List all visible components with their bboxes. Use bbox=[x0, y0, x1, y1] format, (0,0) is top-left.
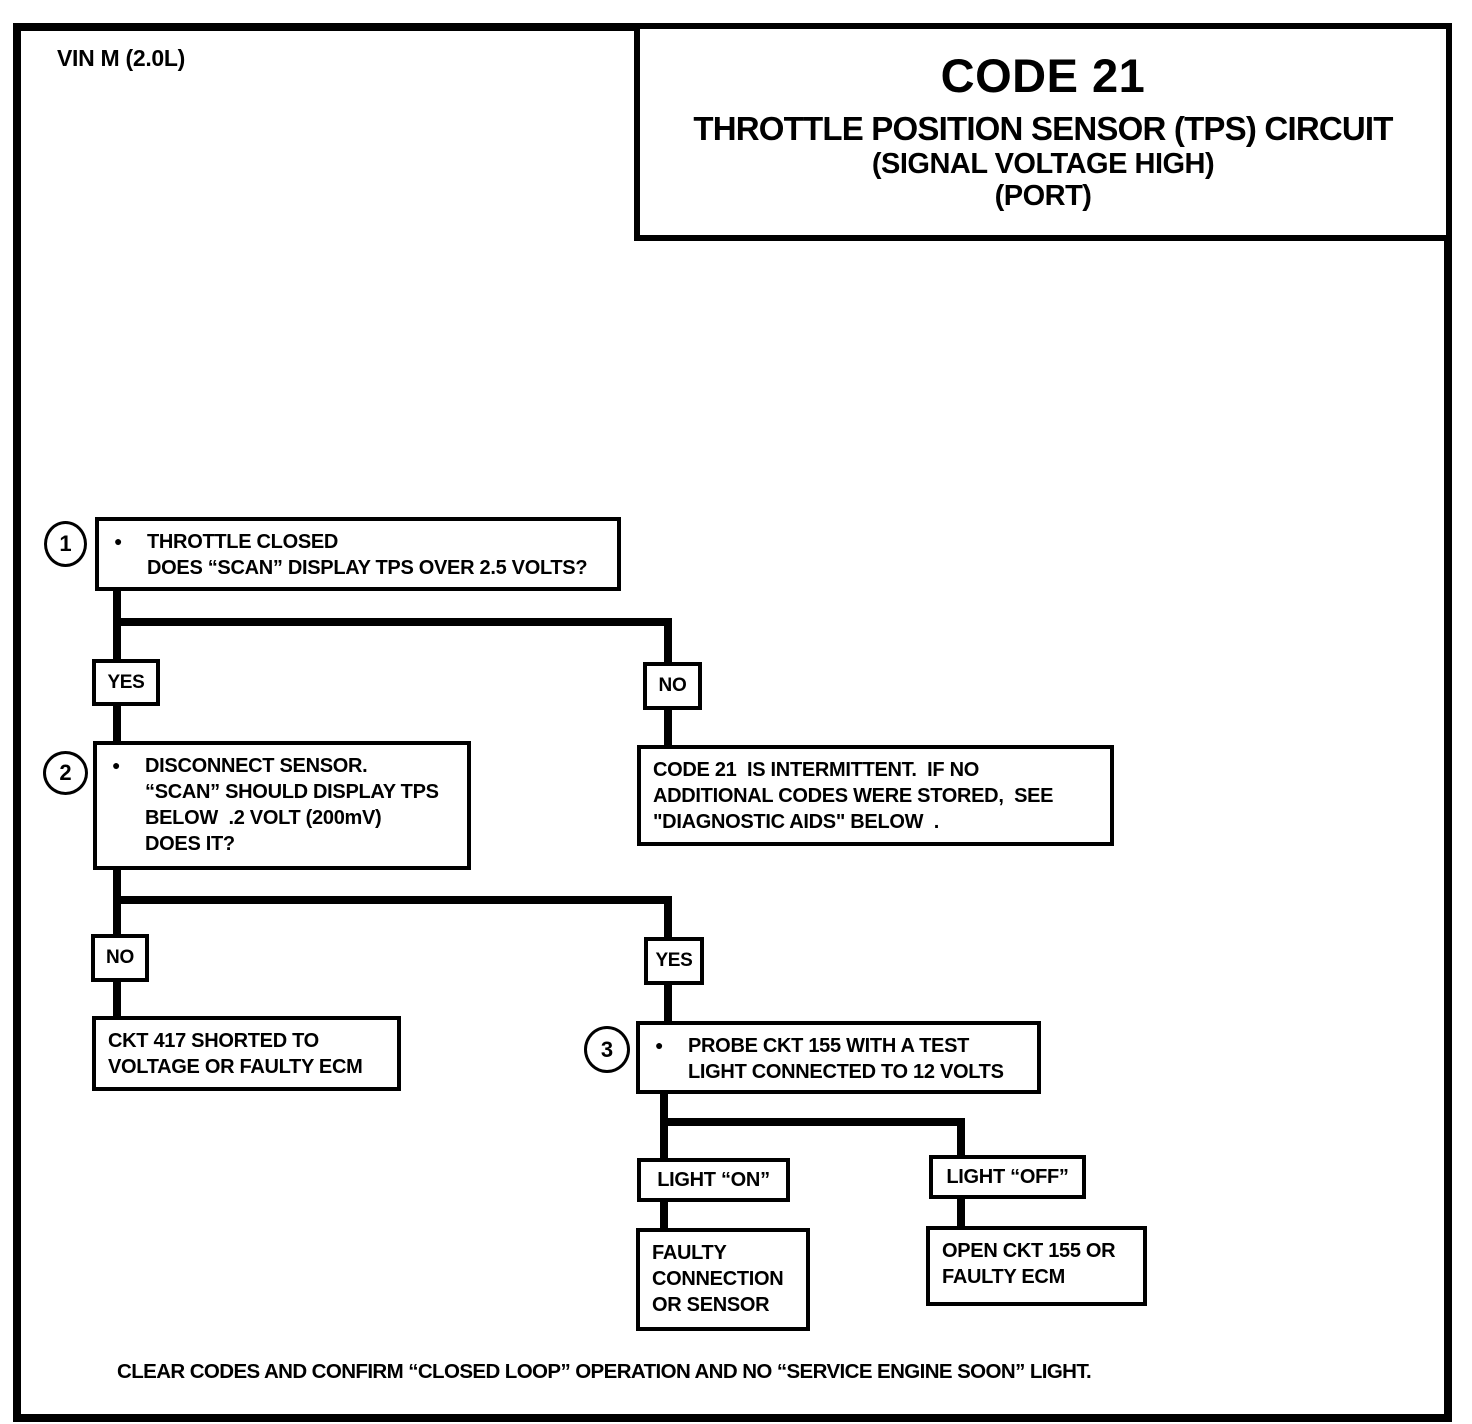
bullet-icon: ● bbox=[114, 533, 123, 549]
connector-lighton-to-faulty bbox=[660, 1200, 668, 1230]
connector-yes1-to-step2 bbox=[113, 703, 121, 743]
intermittent-line1: CODE 21 IS INTERMITTENT. IF NO bbox=[653, 759, 979, 781]
branch1-yes-tag: YES bbox=[92, 659, 160, 706]
light-on-tag: LIGHT “ON” bbox=[637, 1158, 790, 1202]
connector-branch2-horizontal bbox=[113, 896, 672, 904]
vin-label: VIN M (2.0L) bbox=[57, 45, 186, 71]
intermittent-line3: "DIAGNOSTIC AIDS" BELOW . bbox=[653, 811, 939, 833]
step-number-2-label: 2 bbox=[59, 760, 72, 785]
step-number-3: 3 bbox=[584, 1026, 630, 1073]
branch2-yes-tag: YES bbox=[644, 937, 704, 985]
step-number-1: 1 bbox=[44, 521, 87, 567]
connector-step2-down bbox=[113, 868, 121, 902]
connector-no2-to-ckt417 bbox=[113, 980, 121, 1018]
openckt-line1: OPEN CKT 155 OR bbox=[942, 1240, 1116, 1262]
branch2-no-tag: NO bbox=[91, 934, 149, 982]
connector-branch3-off-down bbox=[957, 1118, 965, 1158]
title-code: CODE 21 bbox=[940, 49, 1146, 102]
ckt417-line1: CKT 417 SHORTED TO bbox=[108, 1030, 319, 1052]
faulty-line1: FAULTY bbox=[652, 1242, 727, 1264]
step1-box: ● THROTTLE CLOSED DOES “SCAN” DISPLAY TP… bbox=[95, 517, 621, 591]
connector-branch1-horizontal bbox=[113, 618, 672, 626]
ckt417-result-box: CKT 417 SHORTED TO VOLTAGE OR FAULTY ECM bbox=[92, 1016, 401, 1091]
ckt417-line2: VOLTAGE OR FAULTY ECM bbox=[108, 1056, 363, 1078]
title-subtitle: THROTTLE POSITION SENSOR (TPS) CIRCUIT bbox=[693, 110, 1393, 147]
intermittent-line2: ADDITIONAL CODES WERE STORED, SEE bbox=[653, 785, 1054, 807]
light-off-tag: LIGHT “OFF” bbox=[929, 1155, 1086, 1199]
step-number-3-label: 3 bbox=[600, 1036, 614, 1062]
faulty-line2: CONNECTION bbox=[652, 1268, 784, 1290]
connector-step3-down bbox=[660, 1092, 668, 1126]
footer-note: CLEAR CODES AND CONFIRM “CLOSED LOOP” OP… bbox=[117, 1360, 1092, 1383]
connector-branch3-on-down bbox=[660, 1118, 668, 1160]
connector-lightoff-to-openckt bbox=[957, 1197, 965, 1228]
connector-step1-down bbox=[113, 589, 121, 624]
connector-branch1-no-down bbox=[664, 618, 672, 666]
connector-branch2-yes-down bbox=[664, 896, 672, 940]
step2-line4: DOES IT? bbox=[145, 833, 235, 855]
connector-branch1-yes-down bbox=[113, 618, 121, 662]
open-ckt-box: OPEN CKT 155 OR FAULTY ECM bbox=[926, 1226, 1147, 1306]
faulty-connection-box: FAULTY CONNECTION OR SENSOR bbox=[636, 1228, 810, 1331]
step2-line3: BELOW .2 VOLT (200mV) bbox=[145, 807, 382, 829]
connector-no1-to-intermittent bbox=[664, 708, 672, 747]
bullet-icon: ● bbox=[655, 1037, 664, 1053]
step2-line1: DISCONNECT SENSOR. bbox=[145, 755, 368, 777]
bullet-icon: ● bbox=[112, 757, 121, 773]
step3-line2: LIGHT CONNECTED TO 12 VOLTS bbox=[688, 1061, 1004, 1083]
title-detail-2: (PORT) bbox=[994, 180, 1092, 212]
connector-branch2-no-down bbox=[113, 896, 121, 937]
intermittent-box: CODE 21 IS INTERMITTENT. IF NO ADDITIONA… bbox=[637, 745, 1114, 846]
openckt-line2: FAULTY ECM bbox=[942, 1266, 1065, 1288]
connector-yes2-to-step3 bbox=[664, 983, 672, 1023]
step3-box: ● PROBE CKT 155 WITH A TEST LIGHT CONNEC… bbox=[636, 1021, 1041, 1094]
step1-line1: THROTTLE CLOSED bbox=[147, 531, 339, 553]
step-number-2: 2 bbox=[43, 751, 88, 795]
step2-line2: “SCAN” SHOULD DISPLAY TPS bbox=[145, 781, 439, 803]
step2-box: ● DISCONNECT SENSOR. “SCAN” SHOULD DISPL… bbox=[93, 741, 471, 870]
faulty-line3: OR SENSOR bbox=[652, 1294, 770, 1316]
title-detail-1: (SIGNAL VOLTAGE HIGH) bbox=[871, 148, 1215, 180]
title-box: CODE 21 THROTTLE POSITION SENSOR (TPS) C… bbox=[634, 23, 1452, 241]
branch1-no-tag: NO bbox=[643, 662, 702, 710]
step3-line1: PROBE CKT 155 WITH A TEST bbox=[688, 1035, 970, 1057]
connector-branch3-horizontal bbox=[660, 1118, 965, 1126]
step1-line2: DOES “SCAN” DISPLAY TPS OVER 2.5 VOLTS? bbox=[147, 557, 588, 579]
step-number-1-label: 1 bbox=[59, 531, 72, 556]
